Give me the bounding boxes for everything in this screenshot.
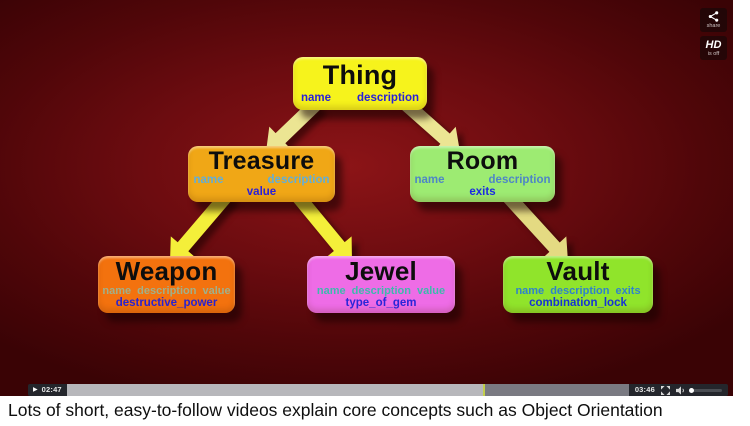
inherited-attrs: name description value (307, 285, 455, 297)
class-title: Weapon (115, 256, 218, 286)
class-box-thing: Thing name description (293, 57, 427, 110)
attr: value (416, 285, 446, 297)
inherited-attrs: name description (188, 174, 335, 186)
inherited-attrs: name description exits (503, 285, 653, 297)
class-title: Room (446, 147, 519, 175)
class-title: Vault (546, 256, 610, 286)
hd-badge: HD (705, 38, 722, 51)
class-box-treasure: Treasure name description value (188, 146, 335, 202)
attr: description (357, 92, 420, 104)
volume-icon (676, 385, 684, 395)
own-attrs: combination_lock (529, 297, 627, 309)
share-label: share (706, 23, 721, 29)
player-control-bar: ▶ 02:47 03:46 (28, 384, 728, 396)
own-attrs: type_of_gem (345, 297, 417, 309)
class-title: Jewel (345, 256, 417, 286)
play-time-block: ▶ 02:47 (28, 384, 67, 396)
attr: description (550, 285, 610, 297)
inherited-attrs: name description value (98, 285, 235, 297)
volume-thumb[interactable] (689, 387, 694, 393)
total-time: 03:46 (634, 385, 655, 394)
own-attrs: value (246, 186, 277, 198)
attr: name (515, 285, 545, 297)
elapsed-time: 02:47 (41, 385, 62, 394)
attr: description (137, 285, 197, 297)
attr: name (102, 285, 132, 297)
share-icon (708, 11, 719, 22)
class-title: Thing (322, 60, 398, 90)
class-box-room: Room name description exits (410, 146, 555, 202)
attr: exits (615, 285, 641, 297)
volume-slider[interactable] (689, 387, 722, 393)
attr: name (300, 92, 332, 104)
attr: description (267, 174, 330, 186)
playhead[interactable] (482, 384, 485, 396)
attr: value (202, 285, 231, 297)
class-box-weapon: Weapon name description value destructiv… (98, 256, 235, 313)
fullscreen-button[interactable] (661, 385, 670, 395)
attr: description (488, 174, 551, 186)
play-button[interactable]: ▶ (33, 387, 38, 393)
own-attrs: exits (469, 186, 496, 198)
inherited-attrs: name description (410, 174, 555, 186)
attr: name (316, 285, 346, 297)
attr: description (351, 285, 411, 297)
share-button[interactable]: share (700, 8, 727, 32)
class-title: Treasure (208, 147, 315, 175)
class-box-vault: Vault name description exits combination… (503, 256, 653, 313)
own-attrs: name description (293, 92, 427, 104)
own-attrs: destructive_power (115, 297, 218, 309)
mute-button[interactable] (676, 385, 686, 395)
hd-button[interactable]: HD is off (700, 36, 727, 60)
player-top-buttons: share HD is off (700, 8, 727, 60)
hd-state-label: is off (707, 50, 720, 57)
page-caption: Lots of short, easy-to-follow videos exp… (8, 400, 663, 420)
attr: name (414, 174, 445, 186)
video-stage[interactable]: Thing name description Treasure name des… (0, 0, 733, 396)
fullscreen-icon (661, 385, 670, 395)
progress-played (66, 384, 483, 396)
time-volume-block: 03:46 (628, 384, 728, 396)
progress-bar[interactable] (66, 384, 629, 396)
attr: name (193, 174, 224, 186)
class-box-jewel: Jewel name description value type_of_gem (307, 256, 455, 313)
